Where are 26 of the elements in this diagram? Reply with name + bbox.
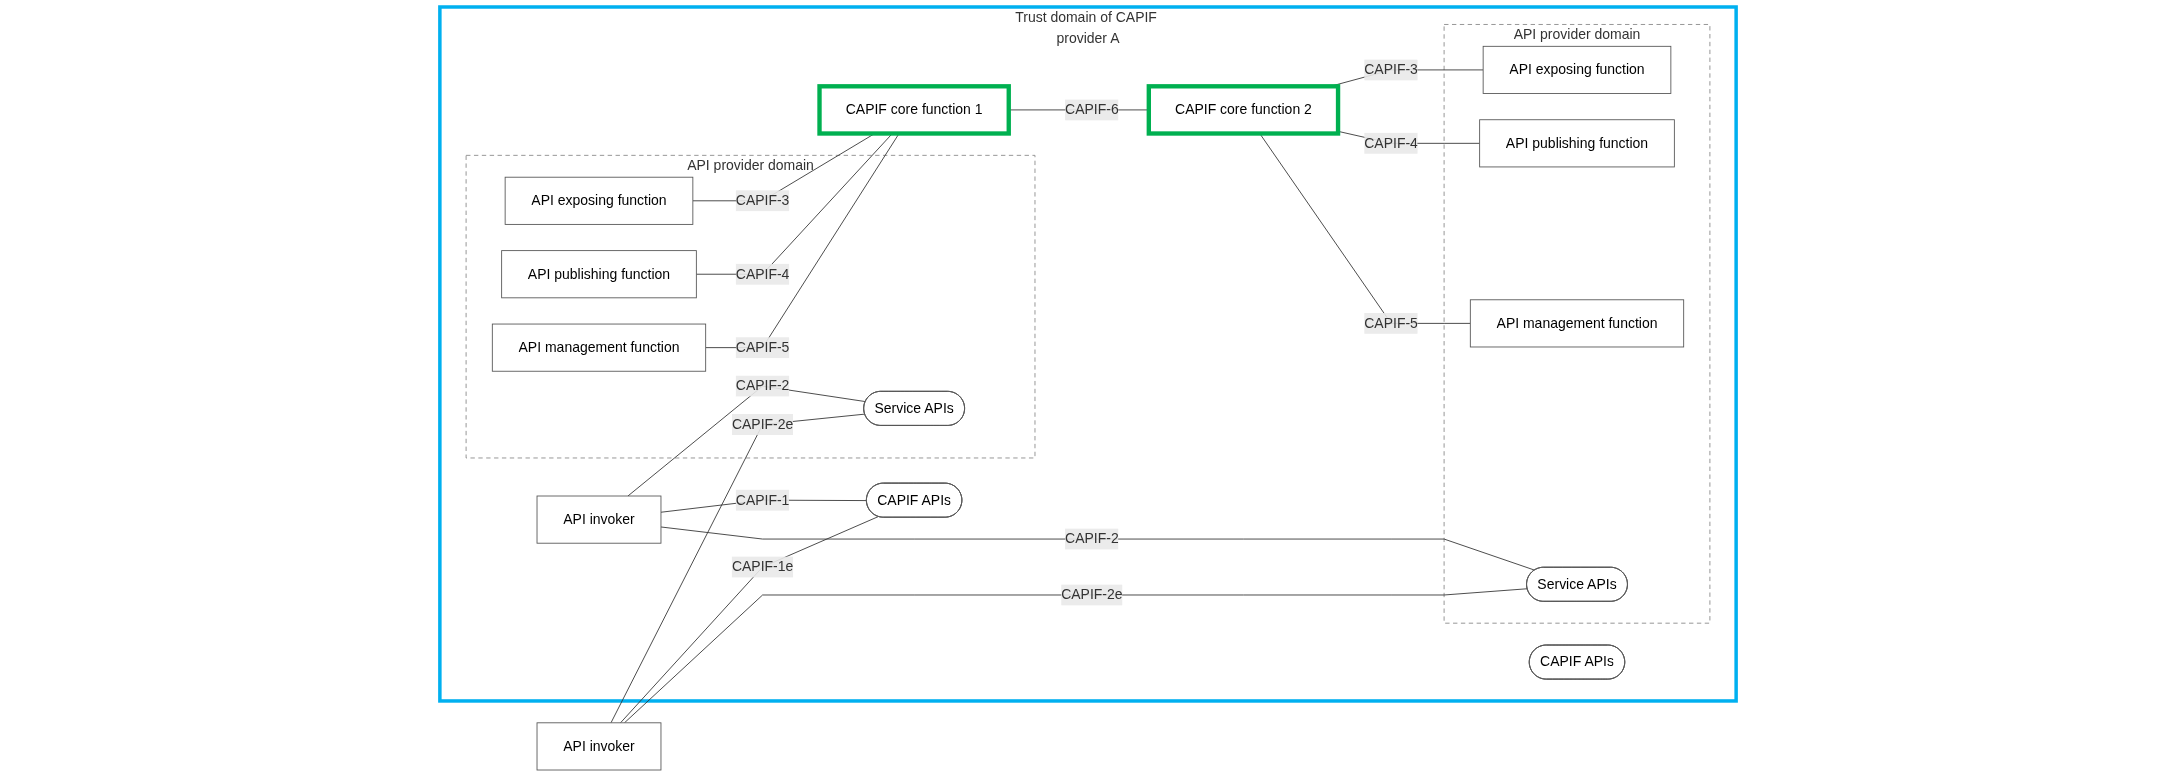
node-box: CAPIF core function 1 — [817, 84, 1011, 136]
connector — [660, 526, 1536, 571]
node-box: CAPIF core function 2 — [1146, 84, 1341, 136]
node-box: API invoker — [536, 495, 662, 544]
node-box: API publishing function — [501, 250, 697, 299]
edge-label: CAPIF-4 — [1364, 135, 1418, 151]
edge-label: CAPIF-4 — [735, 266, 790, 282]
edge-label: CAPIF-3 — [1364, 62, 1418, 77]
connector — [620, 516, 879, 724]
node-box: API exposing function — [504, 176, 694, 225]
edge-label: CAPIF-2e — [731, 416, 794, 432]
node-box: API publishing function — [1479, 119, 1675, 168]
edge-label: CAPIF-2e — [1061, 587, 1123, 602]
edge-label: CAPIF-1e — [731, 559, 794, 575]
edge-label: CAPIF-6 — [1065, 102, 1119, 117]
edge-label: CAPIF-1 — [735, 492, 790, 508]
node-box: API management function — [1469, 299, 1685, 348]
connector — [624, 588, 1528, 724]
node-box: API exposing function — [1482, 45, 1672, 94]
edge-label: CAPIF-5 — [735, 339, 790, 355]
edge-label: CAPIF-3 — [735, 192, 790, 208]
edge-label: CAPIF-5 — [1364, 315, 1418, 331]
node-box: API management function — [491, 323, 707, 372]
edge-label: CAPIF-2 — [1065, 531, 1119, 547]
edge-label: CAPIF-2 — [735, 378, 790, 394]
node-box: API invoker — [536, 722, 662, 771]
